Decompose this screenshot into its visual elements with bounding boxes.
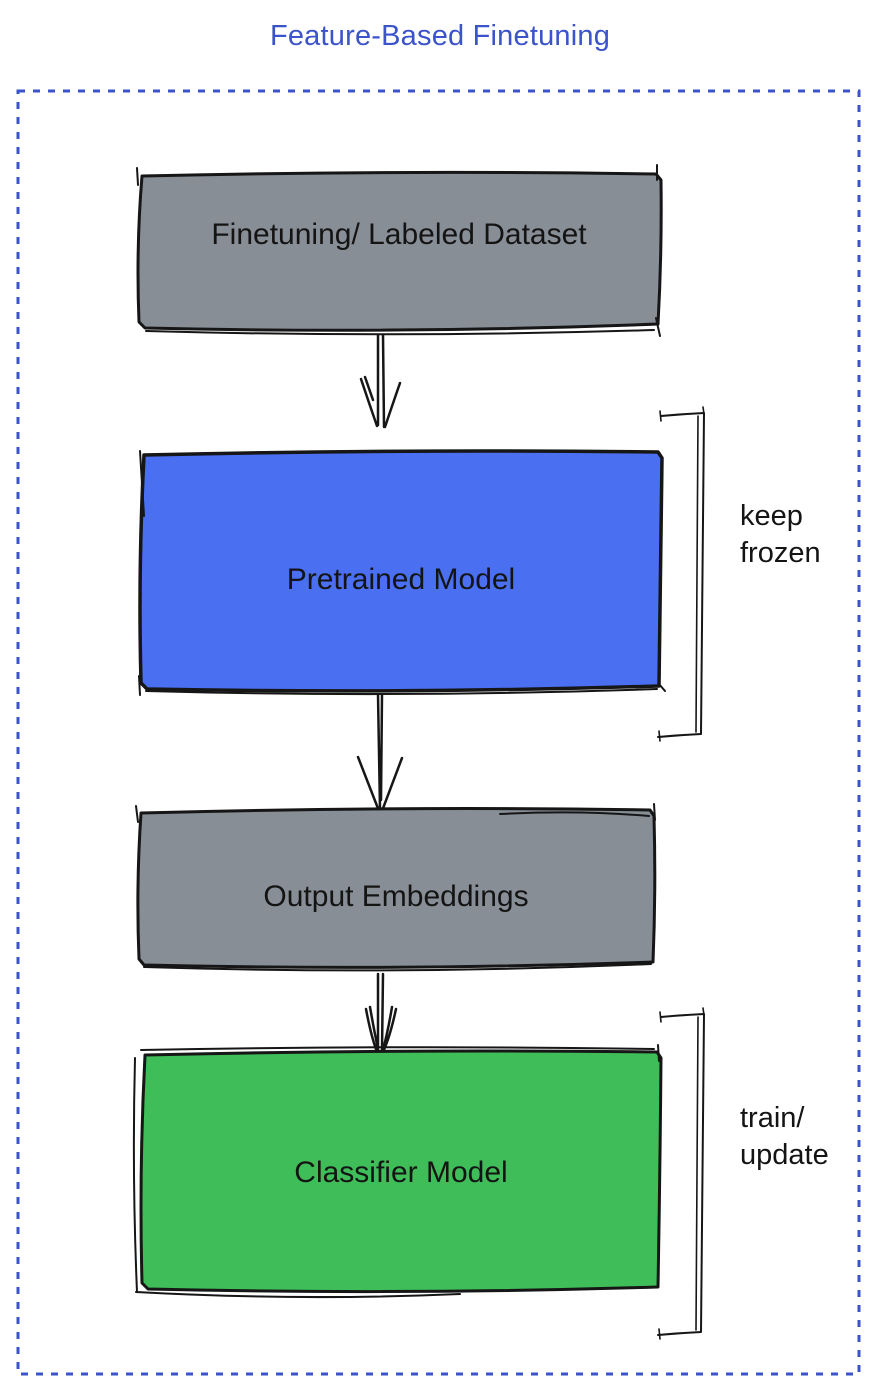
embeddings-box-label: Output Embeddings <box>263 880 529 913</box>
keep-frozen-bracket <box>657 406 705 742</box>
flow-arrow-2 <box>356 693 404 813</box>
flow-arrow-1 <box>359 333 402 429</box>
dataset-box <box>136 164 663 337</box>
train-update-bracket <box>657 1007 705 1340</box>
keep-frozen-label: keep frozen <box>740 500 821 569</box>
embeddings-box <box>135 803 657 972</box>
classifier-box <box>132 1044 663 1299</box>
classifier-box-label: Classifier Model <box>294 1155 508 1189</box>
pretrained-box-label: Pretrained Model <box>286 563 516 596</box>
dashed-border <box>16 89 861 1376</box>
diagram-title: Feature-Based Finetuning <box>269 20 611 52</box>
train-update-label: train/ update <box>740 1102 829 1171</box>
pretrained-box <box>138 449 666 696</box>
flow-arrow-3 <box>364 972 398 1054</box>
dataset-box-label: Finetuning/ Labeled Dataset <box>211 217 587 251</box>
